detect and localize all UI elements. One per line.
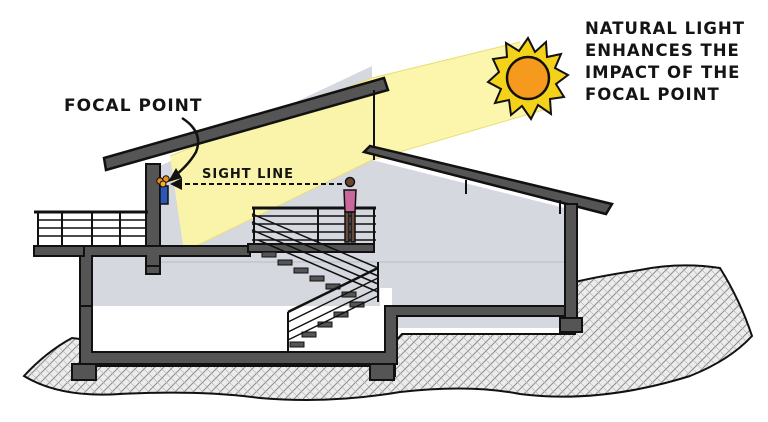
callout-line-4: FOCAL POINT bbox=[585, 85, 720, 104]
person bbox=[343, 176, 357, 243]
flower-vase bbox=[156, 175, 170, 205]
right-wall bbox=[559, 203, 583, 333]
callout-line-2: ENHANCES THE bbox=[585, 41, 740, 60]
sun bbox=[486, 36, 570, 121]
focal-point-arrow bbox=[168, 116, 200, 182]
clerestory-wall bbox=[145, 163, 161, 255]
natural-light-callout: NATURAL LIGHT ENHANCES THE IMPACT OF THE… bbox=[585, 18, 765, 106]
lower-roof bbox=[361, 144, 614, 216]
sight-line-arrow bbox=[170, 178, 342, 190]
ground bbox=[22, 264, 754, 401]
callout-line-3: IMPACT OF THE bbox=[585, 63, 741, 82]
sight-line-label: SIGHT LINE bbox=[202, 167, 295, 182]
callout-line-1: NATURAL LIGHT bbox=[585, 19, 745, 38]
focal-point-label: FOCAL POINT bbox=[64, 96, 203, 116]
deck-railing bbox=[34, 210, 148, 247]
stair bbox=[251, 213, 379, 352]
lower-floor bbox=[71, 265, 566, 381]
